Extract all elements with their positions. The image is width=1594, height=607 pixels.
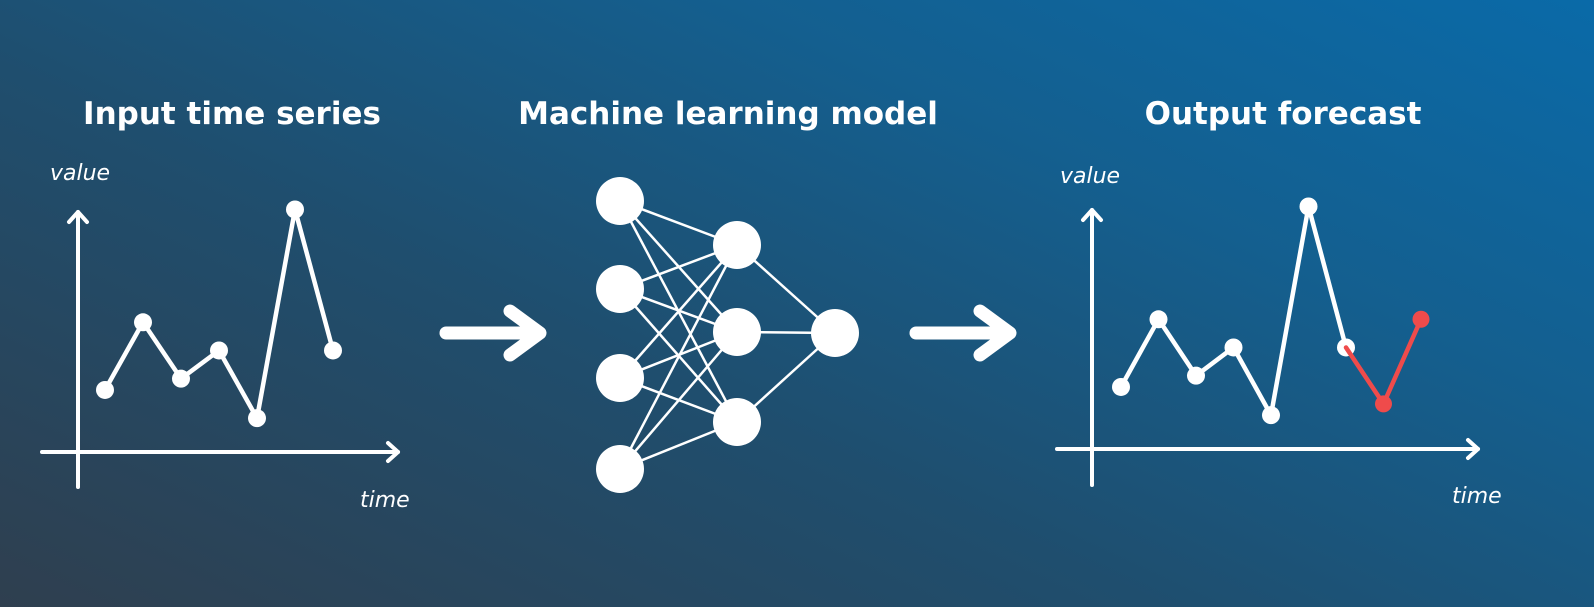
network-edge-0-3-1 xyxy=(619,331,738,470)
input-data-point-3 xyxy=(210,341,228,360)
input-y-axis-arrowhead xyxy=(67,210,89,224)
input-panel-title: Input time series xyxy=(83,96,381,132)
forecast-data-point-8 xyxy=(1412,310,1430,328)
network-edge-0-3-0 xyxy=(618,244,739,470)
network-node-layer1-1 xyxy=(713,308,761,356)
output-y-axis-label: value xyxy=(1060,164,1120,189)
output-data-point-3 xyxy=(1224,338,1243,357)
input-x-axis-arrowhead xyxy=(386,441,400,463)
input-series-line xyxy=(102,207,336,421)
forecast-data-point-7 xyxy=(1375,395,1392,413)
network-node-layer1-2 xyxy=(713,398,761,446)
network-node-layer0-2 xyxy=(596,354,644,402)
output-series xyxy=(1112,197,1355,425)
arrow-model-to-output xyxy=(909,304,1017,362)
input-data-point-0 xyxy=(96,380,114,399)
arrow-model-to-output-head xyxy=(973,304,1017,362)
input-series xyxy=(96,200,342,428)
input-data-point-2 xyxy=(172,369,190,388)
network-nodes xyxy=(596,177,859,493)
forecast-series xyxy=(1343,310,1430,413)
input-data-point-5 xyxy=(286,200,304,219)
output-chart: value time xyxy=(1055,164,1502,509)
output-data-point-4 xyxy=(1262,406,1280,425)
input-y-axis-label: value xyxy=(50,161,110,186)
output-panel-title: Output forecast xyxy=(1145,96,1422,132)
model-panel-title: Machine learning model xyxy=(518,96,938,132)
input-chart: value time xyxy=(40,161,410,513)
input-data-point-1 xyxy=(134,313,152,332)
output-data-point-2 xyxy=(1187,366,1205,385)
network-edge-0-2-0 xyxy=(619,244,738,379)
input-data-point-6 xyxy=(324,341,342,360)
output-y-axis-arrowhead xyxy=(1081,208,1103,222)
output-series-line xyxy=(1118,204,1349,418)
network-node-layer0-3 xyxy=(596,445,644,493)
arrow-input-to-model xyxy=(439,304,547,362)
forecast-series-line xyxy=(1343,317,1424,407)
output-data-point-0 xyxy=(1112,377,1130,396)
input-x-axis-label: time xyxy=(360,488,410,513)
output-x-axis-label: time xyxy=(1452,484,1502,509)
neural-network xyxy=(596,177,859,493)
network-node-layer0-1 xyxy=(596,265,644,313)
network-node-layer0-0 xyxy=(596,177,644,225)
output-data-point-1 xyxy=(1149,310,1168,329)
output-data-point-5 xyxy=(1299,197,1318,216)
arrow-input-to-model-head xyxy=(503,304,547,362)
network-node-layer1-0 xyxy=(713,221,761,269)
output-x-axis-arrowhead xyxy=(1466,438,1480,460)
input-data-point-4 xyxy=(248,409,266,428)
network-node-layer2-0 xyxy=(811,309,859,357)
